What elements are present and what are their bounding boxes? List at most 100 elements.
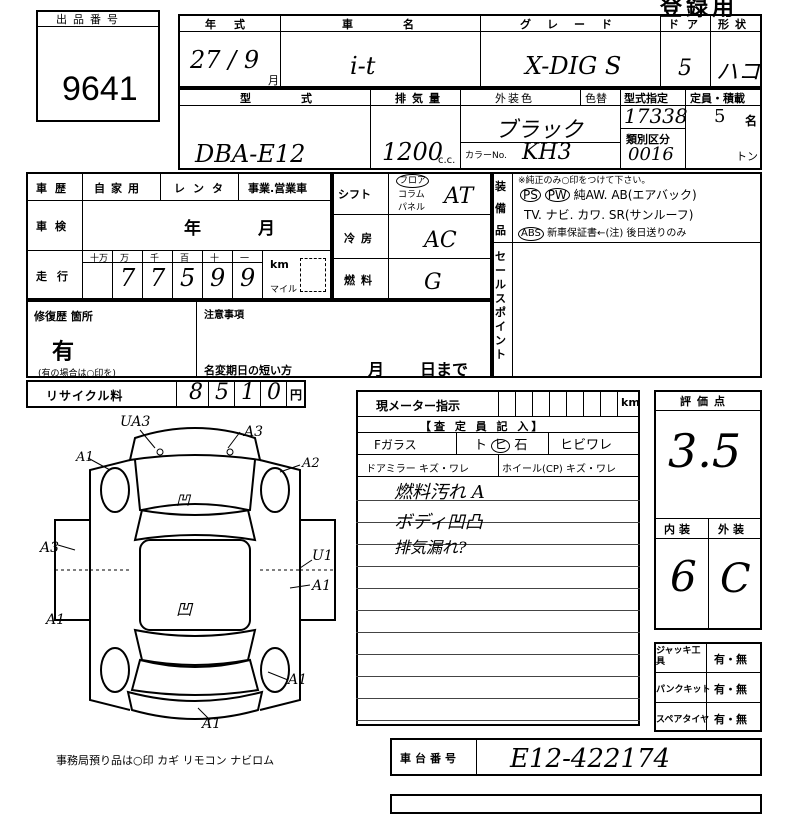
- exterior-label: 外装: [718, 523, 748, 536]
- model-label: 型式: [240, 92, 362, 105]
- model-value: DBA-E12: [195, 140, 306, 168]
- color-value: ブラック: [495, 118, 584, 143]
- mile-label: マイル: [270, 285, 298, 295]
- inspection-year-unit: 年: [184, 219, 201, 239]
- jack-choice[interactable]: 有・無: [714, 653, 747, 666]
- history-option-business: 事業.営業車: [248, 182, 308, 195]
- recycle-label: リサイクル料: [46, 389, 124, 403]
- pw-option[interactable]: PW: [544, 188, 570, 202]
- displacement-value: 1200: [382, 138, 444, 166]
- mark-a1-rear-right: A1: [288, 672, 308, 688]
- shift-option-column: コラム: [398, 190, 425, 200]
- fglass-label: Fガラス: [374, 438, 417, 452]
- inspection-month-unit: 月: [258, 219, 275, 239]
- tools-table: [654, 642, 762, 732]
- meter-label: 現メーター指示: [376, 399, 461, 413]
- shift-option-floor: フロア: [396, 174, 430, 188]
- score-label: 評価点: [680, 395, 731, 408]
- mark-a3-left: A3: [40, 540, 60, 556]
- color-no-label: カラーNo.: [465, 151, 507, 161]
- equipment-table: [492, 172, 762, 378]
- ac-label: 冷房: [344, 232, 378, 245]
- interior-label: 内装: [664, 523, 694, 536]
- mark-a3-top: A3: [244, 424, 264, 440]
- door-label: ドア: [668, 18, 706, 31]
- mile-checkbox[interactable]: [300, 258, 326, 292]
- capacity-value: 5: [714, 106, 726, 127]
- inspector-label: 【査 定 員 記 入】: [420, 420, 546, 433]
- recycle-table: [26, 380, 306, 408]
- maker-label: 車名: [342, 18, 464, 31]
- fglass-crack: ヒビワレ: [560, 438, 613, 453]
- equipment-line1: PS PW 純AW. AB(エアバック): [520, 186, 697, 203]
- interior-value: 6: [670, 552, 697, 601]
- ab-option[interactable]: AB(エアバック): [611, 188, 697, 202]
- spec-table: [178, 88, 762, 170]
- car-name-value: i-t: [350, 52, 376, 80]
- recycle-digit: 1: [241, 380, 255, 405]
- color-change-label: 色替: [585, 92, 607, 105]
- cc-unit: c.c.: [438, 155, 456, 166]
- history-table: [26, 172, 332, 300]
- mileage-digit: 5: [180, 264, 196, 292]
- history-option-private: 自家用: [94, 182, 145, 195]
- mark-dent-roof: 凹: [176, 600, 193, 619]
- mileage-digit-label: 千: [150, 254, 160, 264]
- mileage-digit: 7: [120, 264, 136, 292]
- chassis-table: [390, 738, 762, 776]
- spare-label: スペアタイヤ: [656, 715, 710, 725]
- equipment-side-label: 装備品: [495, 180, 506, 237]
- meter-unit: km: [621, 396, 640, 409]
- history-option-rental: レンタ: [174, 182, 231, 195]
- meter-note-2: ボディ凹凸: [394, 512, 483, 533]
- mileage-digit: 9: [240, 264, 256, 292]
- drive-table: [332, 172, 492, 300]
- shape-value: ハコ: [716, 60, 761, 85]
- displacement-label: 排気量: [395, 92, 446, 105]
- mark-a1-rear: A1: [202, 716, 222, 732]
- repair-table: [26, 300, 492, 378]
- header-table: [178, 14, 762, 88]
- shift-value: AT: [444, 184, 474, 209]
- name-change-month: 月: [368, 360, 385, 379]
- ps-option[interactable]: PS: [520, 188, 541, 202]
- recycle-digit: 8: [189, 380, 203, 405]
- repair-label: 修復歴 箇所: [34, 310, 93, 323]
- abs-option[interactable]: ABS: [518, 227, 544, 241]
- mileage-label: 走行: [36, 270, 78, 283]
- mileage-digit: 9: [210, 264, 226, 292]
- puncture-label: パンクキット: [656, 685, 711, 695]
- name-change-label: 名変期日の短い方: [204, 364, 292, 377]
- mileage-digit-label: 百: [180, 254, 190, 264]
- inspection-label: 車検: [36, 220, 74, 233]
- history-label: 車歴: [36, 182, 74, 195]
- exterior-value: C: [720, 556, 751, 602]
- shift-label: シフト: [338, 188, 371, 201]
- color-no-value: KH3: [522, 140, 572, 165]
- equipment-line2: TV. ナビ. カワ. SR(サンルーフ): [524, 208, 694, 222]
- mileage-digit-label: 十: [210, 254, 220, 264]
- sales-point-label: セールスポイント: [495, 250, 506, 361]
- jack-label: ジャッキ工具: [656, 646, 701, 667]
- km-label: km: [270, 258, 289, 271]
- spare-choice[interactable]: 有・無: [714, 713, 747, 726]
- mileage-digit: 7: [150, 264, 166, 292]
- meter-note-1: 燃料汚れ A: [394, 482, 485, 503]
- mileage-digit-label: 万: [120, 254, 130, 264]
- mark-dent-hood: 凹: [176, 493, 190, 509]
- mark-a2-right: A2: [302, 456, 320, 471]
- grade-value: X-DIG S: [525, 52, 622, 80]
- mark-a1-lower-left: A1: [46, 612, 66, 628]
- classification-value: 0016: [628, 144, 674, 165]
- mirror-label: ドアミラー キズ・ワレ: [366, 464, 469, 475]
- type-approval-value: 17338: [624, 104, 688, 128]
- wheel-label: ホイール(CP) キズ・ワレ: [502, 464, 616, 475]
- name-change-day: 日まで: [420, 360, 469, 379]
- capacity-unit: 名: [745, 114, 758, 128]
- capacity-label: 定員・積載: [690, 92, 745, 105]
- color-label: 外装色: [495, 92, 534, 105]
- puncture-choice[interactable]: 有・無: [714, 683, 747, 696]
- fuel-value: G: [424, 270, 442, 295]
- ac-value: AC: [424, 228, 457, 253]
- aw-option[interactable]: 純AW.: [573, 188, 608, 202]
